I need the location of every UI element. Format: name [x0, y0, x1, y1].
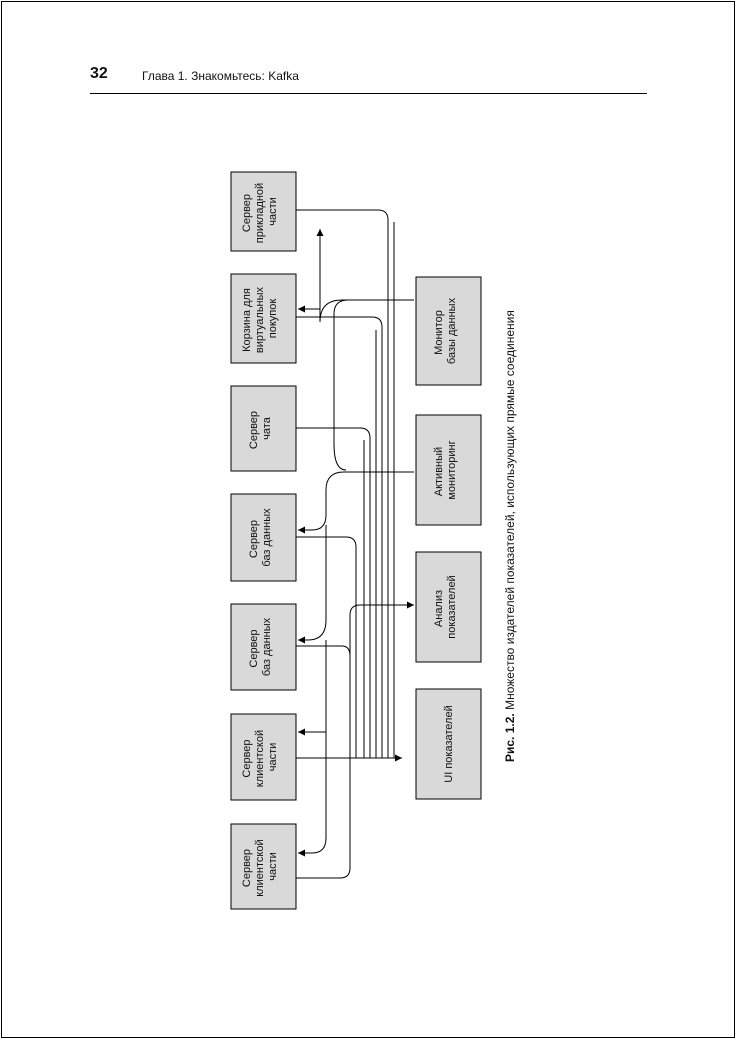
box-line: Сервер: [241, 849, 253, 887]
box-line: части: [267, 197, 279, 226]
box-line: мониторинг: [446, 440, 458, 499]
box-line: виртуальных: [254, 286, 266, 353]
left-box-2: Сервер чата: [230, 385, 297, 472]
box-line: баз данных: [261, 617, 273, 676]
left-box-1: Корзина для виртуальных покупок: [230, 273, 297, 364]
box-line: Активный: [433, 447, 445, 496]
left-box-5: Сервер клиентской части: [230, 713, 297, 801]
connections: [296, 209, 414, 879]
connection-line: [296, 645, 351, 758]
svg-text:Монитор базы данных: Монитор базы данных: [433, 297, 458, 364]
box-line: прикладной: [254, 183, 266, 243]
right-box-1: Активный мониторинг: [415, 414, 482, 526]
connection-line: [296, 601, 414, 879]
right-box-0: Монитор базы данных: [415, 276, 482, 386]
connection-line: [296, 536, 357, 758]
svg-text:Сервер клиентской: Сервер клиентской части: [241, 727, 279, 787]
left-box-6: Сервер клиентской части: [230, 823, 297, 910]
svg-text:UI показателей: UI показателей: [443, 705, 455, 782]
box-line: Монитор: [433, 310, 445, 355]
connection-line: [298, 300, 321, 313]
page-number: 32: [90, 65, 108, 82]
box-line: баз данных: [261, 508, 273, 567]
connection-line: [298, 640, 327, 736]
left-box-0: Сервер прикладной части: [230, 171, 297, 252]
left-box-4: Сервер баз данных: [230, 603, 297, 691]
box-line: Сервер: [248, 520, 260, 558]
running-head: 32 Глава 1. Знакомьтесь: Kafka: [90, 65, 647, 94]
connection-line: [296, 209, 389, 758]
left-box-3: Сервер баз данных: [230, 493, 297, 582]
connection-line: [316, 229, 414, 323]
box-line: Сервер: [248, 411, 260, 449]
box-line: Сервер: [248, 629, 260, 667]
right-box-2: Анализ показателей: [415, 551, 482, 663]
figure-caption-label: Рис. 1.2.: [503, 713, 517, 762]
svg-text:Сервер баз данных: Сервер баз данных: [248, 617, 273, 676]
connection-line: [298, 525, 327, 644]
box-line: части: [267, 743, 279, 772]
svg-text:Сервер прикладной: Сервер прикладной части: [241, 180, 279, 244]
connection-line: [296, 427, 371, 758]
figure-caption-text: Множество издателей показателей, использ…: [503, 310, 517, 713]
svg-text:Сервер чата: Сервер чата: [248, 408, 273, 449]
box-line: клиентской: [254, 839, 266, 896]
box-line: покупок: [267, 299, 279, 339]
box-line: Анализ: [433, 590, 445, 627]
connection-line: [298, 732, 327, 857]
box-line: чата: [261, 416, 273, 440]
box-line: части: [267, 852, 279, 881]
connection-line: [333, 299, 414, 471]
svg-text:Сервер клиентской: Сервер клиентской части: [241, 836, 279, 896]
svg-text:Корзина для виртуальных: Корзина для виртуальных покупок: [241, 284, 279, 353]
box-line: Корзина для: [241, 288, 253, 352]
right-box-3: UI показателей: [415, 688, 482, 800]
connection-line: [298, 471, 414, 534]
svg-text:Сервер баз данных: Сервер баз данных: [248, 508, 273, 567]
box-line: UI показателей: [443, 705, 455, 782]
box-line: клиентской: [254, 730, 266, 787]
svg-text:Активный мониторинг: Активный мониторинг: [433, 440, 458, 499]
box-line: показателей: [446, 575, 458, 638]
box-line: базы данных: [446, 297, 458, 364]
figure-caption: Рис. 1.2. Множество издателей показателе…: [503, 310, 517, 762]
svg-text:Анализ показателей: Анализ показателей: [433, 575, 458, 638]
connection-line: [296, 316, 383, 758]
chapter-title: Глава 1. Знакомьтесь: Kafka: [142, 69, 299, 83]
box-line: Сервер: [241, 739, 253, 777]
box-line: Сервер: [241, 194, 253, 232]
